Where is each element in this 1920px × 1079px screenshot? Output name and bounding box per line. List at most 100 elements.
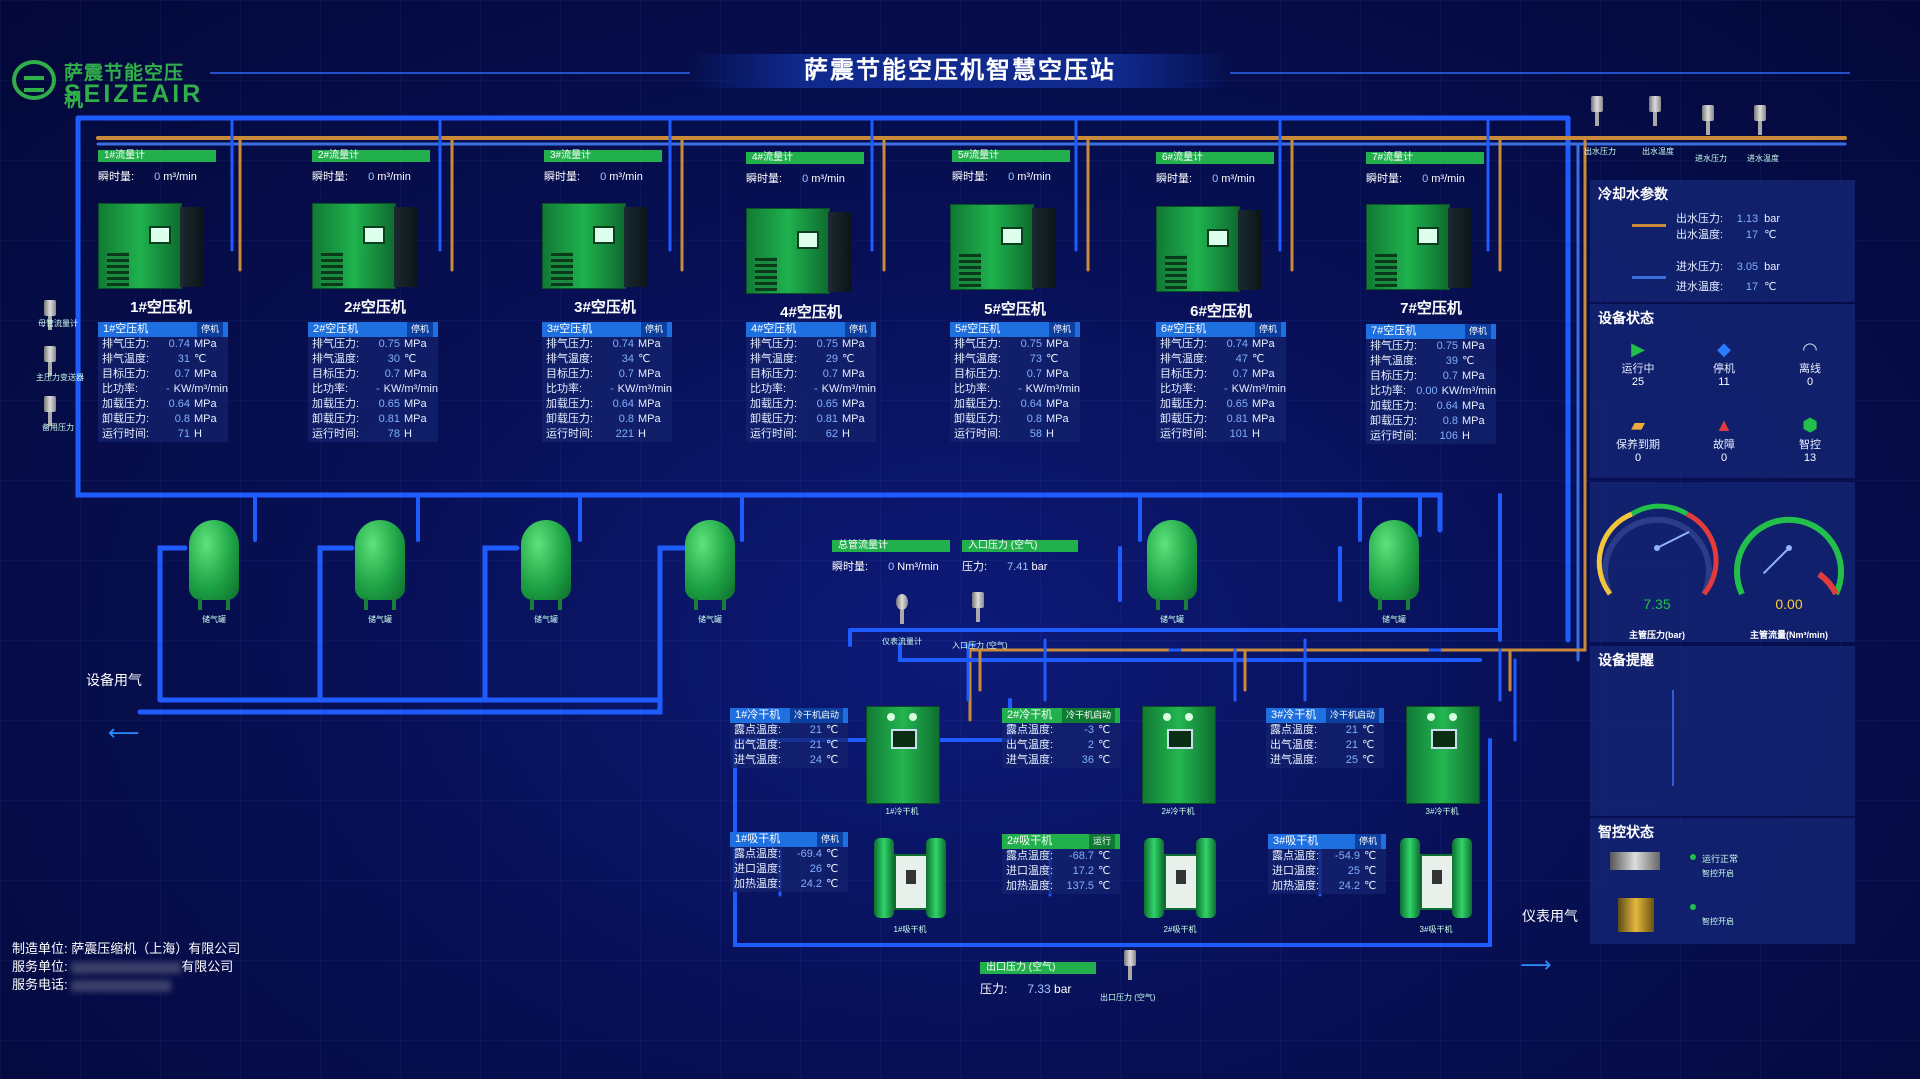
- adsorber-panel[interactable]: 3#吸干机停机 露点温度:-54.9℃ 进口温度:25℃ 加热温度:24.2℃: [1268, 834, 1386, 894]
- sensor-label: 备用压力: [42, 423, 74, 432]
- panel-row: 露点温度:-69.4℃: [734, 848, 839, 860]
- panel-title: 3#冷干机: [1271, 709, 1317, 721]
- compressor-label: 5#空压机: [984, 301, 1046, 318]
- compressor-unit[interactable]: [746, 200, 854, 294]
- flowmeter-key: 瞬时量:: [952, 171, 989, 183]
- sensor-label: 母管流量计: [38, 319, 78, 328]
- air-tank[interactable]: [1366, 520, 1422, 610]
- control-cabinet-icon: [1618, 898, 1654, 932]
- pipe-lower-hot: [978, 648, 1512, 692]
- status-fault[interactable]: ▲ 故障 0: [1713, 415, 1735, 464]
- inlet-pressure-card[interactable]: 入口压力 (空气) 压力:7.41 bar: [962, 540, 1082, 574]
- refrigerated-dryer[interactable]: [1406, 706, 1480, 804]
- flowmeter-unit: m³/min: [163, 171, 197, 183]
- flowmeter-card[interactable]: 3#流量计 瞬时量:0 m³/min: [544, 150, 674, 184]
- air-tank[interactable]: [682, 520, 738, 610]
- compressor-unit[interactable]: [98, 195, 206, 289]
- brand-cn: 萨震节能空压机: [64, 63, 185, 111]
- refrigerated-dryer[interactable]: [1142, 706, 1216, 804]
- dryer-panel[interactable]: 2#冷干机冷干机启动 露点温度:-3℃ 出气温度:2℃ 进气温度:36℃: [1002, 708, 1120, 768]
- adsorption-dryer[interactable]: [874, 838, 946, 918]
- flowmeter-unit: m³/min: [811, 173, 845, 185]
- outlet-pressure-card[interactable]: 出口压力 (空气) 压力:7.33 bar: [980, 962, 1098, 997]
- status-stopped[interactable]: ◆ 停机 11: [1713, 339, 1735, 388]
- cooling-row: 出水温度: 17℃: [1676, 229, 1777, 241]
- flowmeter-key: 瞬时量:: [832, 561, 869, 573]
- flowmeter-unit: m³/min: [1221, 173, 1255, 185]
- main-flowmeter-card[interactable]: 总管流量计 瞬时量:0 Nm³/min: [832, 540, 952, 574]
- tank-label: 储气罐: [698, 615, 722, 624]
- alerts-title: 设备提醒: [1598, 652, 1654, 668]
- calendar-icon: ▰: [1631, 415, 1645, 435]
- panel-row: 比功率:-KW/m³/min: [1160, 383, 1286, 395]
- status-badge: 停机: [844, 322, 871, 337]
- alerts-scrollbar[interactable]: [1672, 690, 1674, 786]
- flowmeter-card[interactable]: 1#流量计 瞬时量:0 m³/min: [98, 150, 228, 184]
- flowmeter-card[interactable]: 2#流量计 瞬时量:0 m³/min: [312, 150, 442, 184]
- flowmeter-card[interactable]: 6#流量计 瞬时量:0 m³/min: [1156, 152, 1286, 186]
- panel-row: 排气温度:73℃: [954, 353, 1059, 365]
- air-tank[interactable]: [1144, 520, 1200, 610]
- adsorption-dryer[interactable]: [1144, 838, 1216, 918]
- status-smart[interactable]: ⬢ 智控 13: [1799, 415, 1821, 464]
- adsorber-panel[interactable]: 1#吸干机停机 露点温度:-69.4℃ 进口温度:26℃ 加热温度:24.2℃: [730, 832, 848, 892]
- pipe-top-air: [75, 115, 1571, 643]
- flowmeter-value: 0: [1008, 171, 1015, 183]
- compressor-unit[interactable]: [542, 195, 650, 289]
- status-maintenance[interactable]: ▰ 保养到期 0: [1616, 415, 1660, 464]
- flowmeter-unit: Nm³/min: [897, 561, 939, 573]
- compressor-unit[interactable]: [1156, 198, 1264, 292]
- brand-en: SEIZEAIR: [64, 80, 204, 108]
- flowmeter-value: 0: [888, 561, 895, 573]
- panel-row: 比功率:-KW/m³/min: [546, 383, 672, 395]
- gauge-label: 主管压力(bar): [1629, 630, 1685, 640]
- air-tank[interactable]: [186, 520, 242, 610]
- panel-row: 进气温度:24℃: [734, 754, 839, 766]
- wifi-icon: ◠: [1802, 339, 1818, 359]
- flowmeter-card[interactable]: 4#流量计 瞬时量:0 m³/min: [746, 152, 876, 186]
- sensor-label: 出口压力 (空气): [1100, 993, 1156, 1002]
- alerts-panel: 设备提醒: [1590, 646, 1855, 816]
- adsorption-dryer[interactable]: [1400, 838, 1472, 918]
- compressor-unit[interactable]: [950, 196, 1058, 290]
- dryer-panel[interactable]: 3#冷干机冷干机启动 露点温度:21℃ 出气温度:21℃ 进气温度:25℃: [1266, 708, 1384, 768]
- status-running[interactable]: ▶ 运行中 25: [1621, 339, 1655, 388]
- compressor-unit[interactable]: [1366, 196, 1474, 290]
- compressor-unit[interactable]: [312, 195, 420, 289]
- panel-title: 1#吸干机: [735, 833, 781, 845]
- flowmeter-header: 6#流量计: [1156, 152, 1274, 164]
- dryer-panel[interactable]: 1#冷干机冷干机启动 露点温度:21℃ 出气温度:21℃ 进气温度:24℃: [730, 708, 848, 768]
- status-badge: 冷干机启动: [789, 708, 843, 723]
- smart-sub: 智控开启: [1702, 869, 1734, 878]
- panel-row: 进气温度:25℃: [1270, 754, 1375, 766]
- flowmeter-card[interactable]: 5#流量计 瞬时量:0 m³/min: [952, 150, 1082, 184]
- refrigerated-dryer[interactable]: [866, 706, 940, 804]
- dryer-label: 1#冷干机: [885, 807, 919, 816]
- air-tank[interactable]: [518, 520, 574, 610]
- title-line-left: [210, 72, 690, 74]
- flowmeter-card[interactable]: 7#流量计 瞬时量:0 m³/min: [1366, 152, 1496, 186]
- pipe-tank-feed: [253, 493, 744, 542]
- panel-title: 1#冷干机: [735, 709, 781, 721]
- status-offline[interactable]: ◠ 离线 0: [1799, 339, 1821, 388]
- outlet-unit: bar: [1054, 982, 1072, 996]
- adsorber-panel[interactable]: 2#吸干机运行 露点温度:-68.7℃ 进口温度:17.2℃ 加热温度:137.…: [1002, 834, 1120, 894]
- inlet-header: 入口压力 (空气): [962, 540, 1078, 552]
- sensor-icon: [40, 300, 60, 334]
- air-tank[interactable]: [352, 520, 408, 610]
- dryer-label: 3#冷干机: [1425, 807, 1459, 816]
